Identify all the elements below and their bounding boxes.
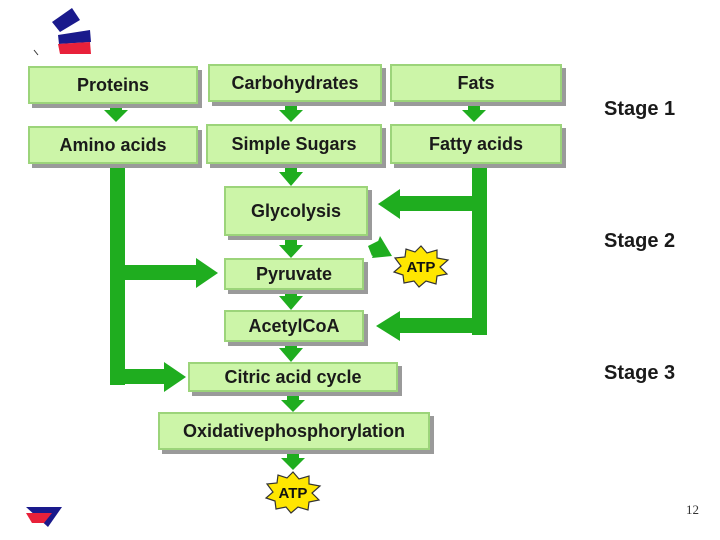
node-fats: Fats	[390, 64, 562, 102]
logo-top	[33, 8, 91, 56]
atp-burst-top	[392, 245, 450, 288]
node-glycolysis: Glycolysis	[224, 186, 368, 236]
stage-1-label: Stage 1	[604, 98, 676, 120]
stage-2-label: Stage 2	[604, 230, 676, 252]
node-amino-acids: Amino acids	[28, 126, 198, 164]
atp-label-bottom: ATP	[279, 485, 308, 502]
node-acetylcoa: AcetylCoA	[224, 310, 364, 342]
atp-burst-bottom	[264, 471, 322, 514]
stage-3-label: Stage 3	[604, 362, 676, 384]
node-proteins: Proteins	[28, 66, 198, 104]
node-carbohydrates: Carbohydrates	[208, 64, 382, 102]
atp-label-top: ATP	[407, 259, 436, 276]
page-number: 12	[686, 502, 699, 517]
node-fatty-acids: Fatty acids	[390, 124, 562, 164]
node-simple-sugars: Simple Sugars	[206, 124, 382, 164]
node-oxidative-phosphorylation: Oxidativephosphorylation	[158, 412, 430, 450]
node-pyruvate: Pyruvate	[224, 258, 364, 290]
node-citric-acid-cycle: Citric acid cycle	[188, 362, 398, 392]
logo-bottom	[26, 507, 62, 527]
